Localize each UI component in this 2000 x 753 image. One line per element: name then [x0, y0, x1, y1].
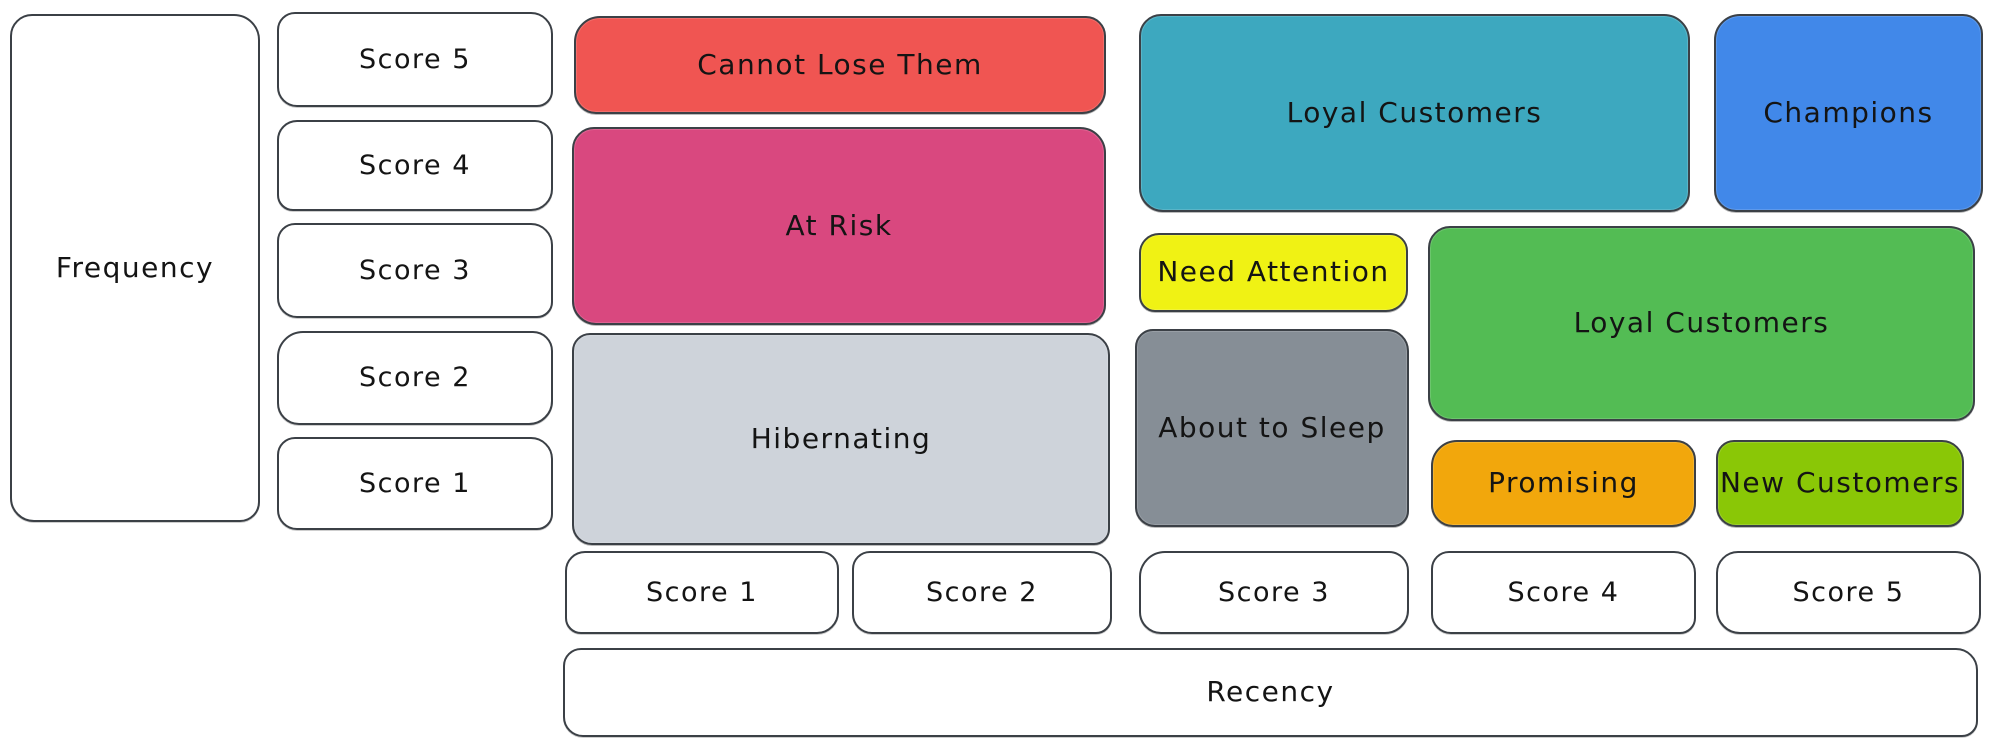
frequency-score-5: Score 5	[277, 12, 553, 107]
frequency-score-3-label: Score 3	[359, 254, 471, 286]
segment-loyal-customers-lower-label: Loyal Customers	[1573, 306, 1830, 340]
segment-promising-label: Promising	[1488, 466, 1639, 500]
recency-score-5-label: Score 5	[1792, 576, 1905, 608]
recency-score-4: Score 4	[1431, 551, 1696, 634]
segment-at-risk: At Risk	[572, 127, 1106, 325]
recency-score-1-label: Score 1	[646, 576, 758, 608]
recency-score-2: Score 2	[852, 551, 1112, 634]
segment-need-attention-label: Need Attention	[1157, 255, 1390, 289]
frequency-score-2-label: Score 2	[359, 362, 471, 394]
frequency-score-4-label: Score 4	[359, 149, 471, 181]
segment-promising: Promising	[1431, 440, 1696, 527]
segment-cannot-lose-them: Cannot Lose Them	[574, 16, 1106, 114]
frequency-score-1: Score 1	[277, 437, 553, 530]
segment-loyal-customers-upper-label: Loyal Customers	[1286, 95, 1543, 129]
frequency-score-4: Score 4	[277, 120, 553, 211]
recency-axis-label: Recency	[1206, 675, 1335, 709]
recency-score-2-label: Score 2	[926, 576, 1038, 608]
recency-score-1: Score 1	[565, 551, 839, 634]
frequency-score-1-label: Score 1	[359, 467, 471, 499]
frequency-score-5-label: Score 5	[359, 43, 471, 75]
segment-loyal-customers-lower: Loyal Customers	[1428, 226, 1975, 421]
frequency-axis-box: Frequency	[10, 14, 260, 522]
frequency-axis-label: Frequency	[55, 250, 215, 284]
frequency-score-2: Score 2	[277, 331, 553, 425]
recency-score-3: Score 3	[1139, 551, 1409, 634]
recency-score-4-label: Score 4	[1507, 576, 1620, 608]
segment-loyal-customers-upper: Loyal Customers	[1139, 14, 1690, 212]
frequency-score-3: Score 3	[277, 223, 553, 318]
segment-at-risk-label: At Risk	[785, 208, 893, 242]
recency-axis-box: Recency	[563, 648, 1978, 737]
segment-hibernating-label: Hibernating	[750, 421, 932, 455]
segment-champions: Champions	[1714, 14, 1983, 212]
segment-need-attention: Need Attention	[1139, 233, 1408, 312]
recency-score-3-label: Score 3	[1218, 576, 1330, 608]
segment-about-to-sleep: About to Sleep	[1135, 329, 1409, 527]
segment-cannot-lose-them-label: Cannot Lose Them	[697, 47, 983, 81]
segment-about-to-sleep-label: About to Sleep	[1158, 410, 1386, 444]
segment-new-customers-label: New Customers	[1719, 466, 1961, 500]
segment-new-customers: New Customers	[1716, 440, 1964, 527]
segment-champions-label: Champions	[1763, 95, 1934, 129]
segment-hibernating: Hibernating	[572, 333, 1110, 545]
recency-score-5: Score 5	[1716, 551, 1981, 634]
